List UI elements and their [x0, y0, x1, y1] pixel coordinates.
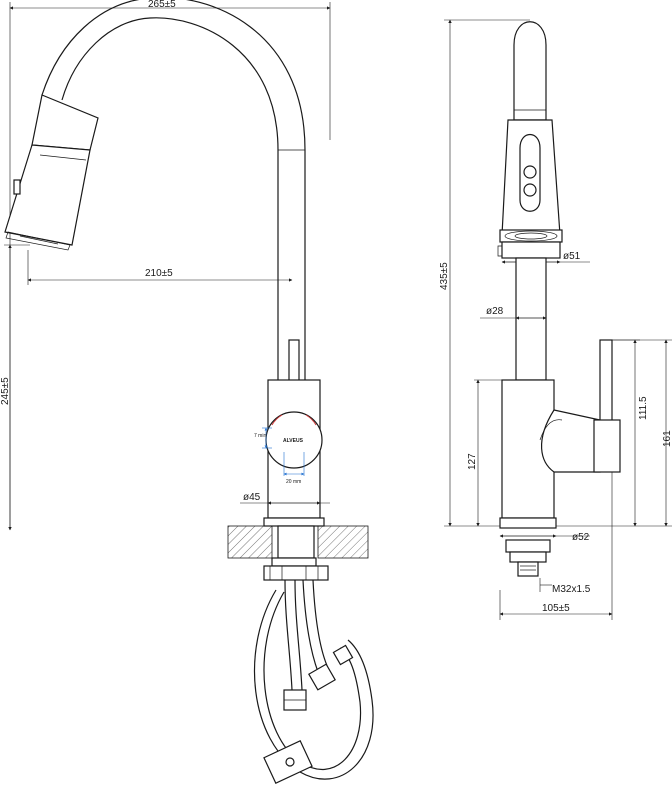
overall-body-label: 161	[662, 430, 672, 447]
side-view: 435±5 ø51 ø28	[439, 19, 672, 620]
handle-height-label: 111.5	[638, 396, 649, 420]
spout-outer	[61, 17, 279, 380]
spout-height-label: 245±5	[0, 377, 11, 405]
dim-thread: M32x1.5	[539, 578, 591, 595]
min-gap-label: 7 min	[254, 433, 266, 439]
handle-blue-dims: 7 min 20 mm	[254, 427, 305, 485]
spout-diameter-label: ø28	[486, 306, 504, 317]
countertop-right	[317, 525, 369, 559]
dim-body-height: 127	[467, 379, 502, 527]
dim-overall-body: 161	[612, 339, 672, 527]
side-spray-head	[497, 119, 563, 259]
hose-weight	[263, 740, 313, 784]
side-handle	[539, 339, 621, 473]
side-spout-stem	[515, 257, 547, 381]
dim-side-depth: 105±5	[499, 472, 613, 620]
front-view: 265±5 210±5 245±5	[0, 0, 374, 784]
spray-head	[4, 94, 99, 251]
side-spout-top	[513, 21, 547, 121]
hoses	[253, 579, 374, 784]
dim-base-diameter: ø52	[499, 532, 590, 543]
total-height-label: 435±5	[439, 262, 450, 290]
brand-logo: ALVEUS	[283, 438, 304, 444]
spray-diameter-label: ø51	[563, 251, 581, 262]
side-shank	[505, 539, 551, 577]
dim-spout-reach: 210±5	[27, 250, 293, 285]
countertop-left	[227, 525, 273, 559]
dim-spout-height: 245±5	[0, 244, 30, 531]
dim-spout-diameter: ø28	[480, 306, 547, 320]
handle-span-label: 20 mm	[286, 479, 301, 485]
side-base-ring	[499, 517, 557, 529]
spout-reach-label: 210±5	[145, 268, 173, 279]
side-depth-label: 105±5	[542, 603, 570, 614]
spout-inner	[41, 0, 306, 380]
fitting-right	[308, 663, 336, 691]
dim-body-diameter: ø45	[240, 492, 330, 508]
total-width-label: 265±5	[148, 0, 176, 10]
lever	[288, 339, 300, 386]
mounting-hardware	[263, 557, 329, 581]
thread-label: M32x1.5	[552, 584, 591, 595]
base-diameter-label: ø52	[572, 532, 590, 543]
dim-total-height: 435±5	[439, 19, 530, 527]
body-height-label: 127	[467, 453, 478, 470]
body-diameter-label: ø45	[243, 492, 261, 503]
base-ring	[263, 517, 325, 527]
